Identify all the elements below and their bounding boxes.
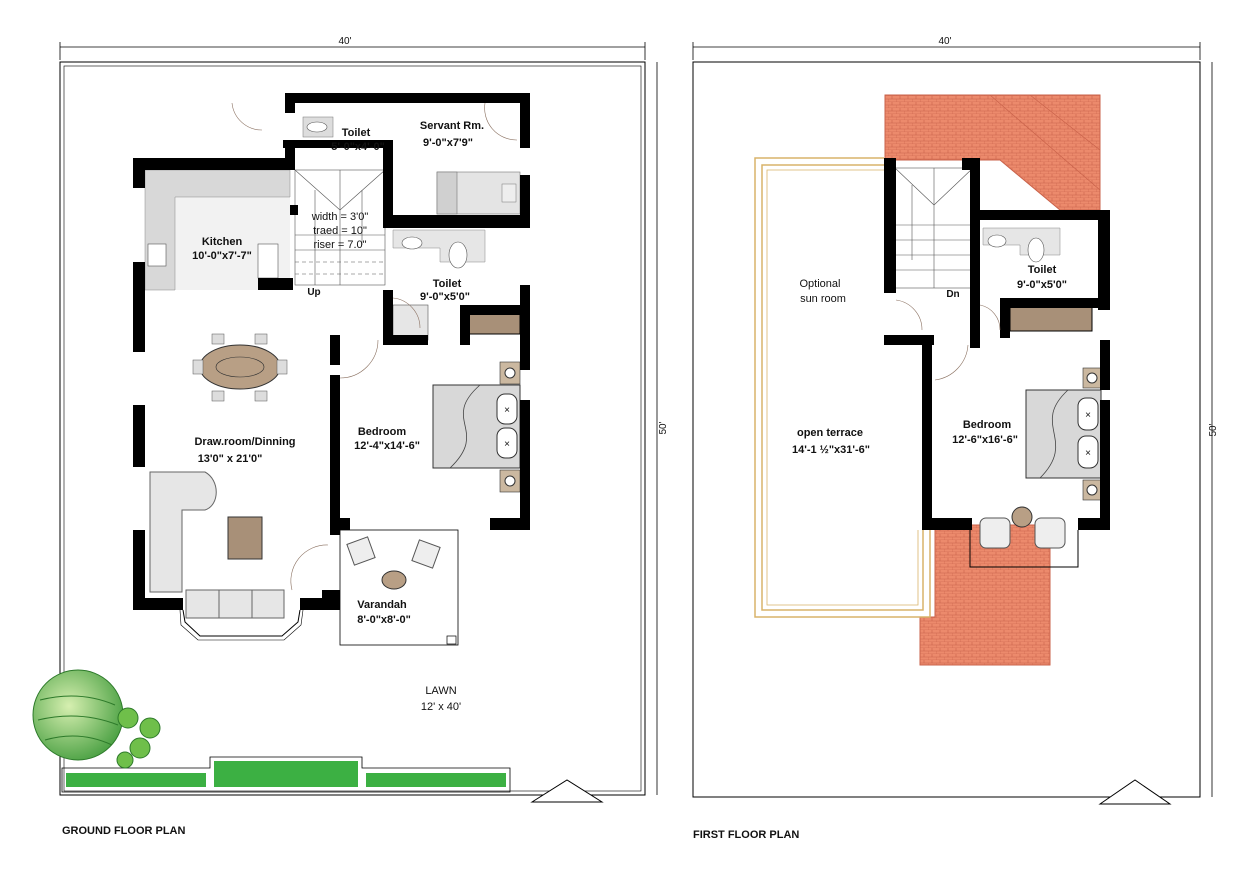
- plot-boundary: [59, 61, 646, 796]
- varandah-outline: [339, 529, 459, 646]
- svg-text:×: ×: [504, 439, 510, 450]
- varandah-label: Varandah: [357, 599, 407, 611]
- ff-door-swings: [895, 299, 1001, 381]
- bedroom-size: 12'-4"x14'-6": [354, 440, 420, 452]
- first-floor-plan: 40' 50': [692, 36, 1219, 841]
- ff-north-arrow-icon: [1098, 779, 1172, 805]
- svg-text:×: ×: [1085, 448, 1091, 459]
- ff-toilet-icon: [1027, 237, 1045, 263]
- bedroom-label: Bedroom: [358, 426, 407, 438]
- ff-plot-boundary: [692, 61, 1201, 798]
- roof-top: [884, 94, 1101, 211]
- ground-depth-dimension: 50': [658, 421, 669, 434]
- terrace-size: 14'-1 ½"x31'-6": [792, 444, 870, 456]
- ff-toilet-label: Toilet: [1028, 264, 1057, 276]
- drawing-room-label: Draw.room/Dinning: [194, 436, 295, 448]
- ff-double-bed: × ×: [1025, 367, 1102, 501]
- top-dimension: [59, 42, 646, 60]
- sun-room-line1: Optional: [800, 278, 841, 290]
- svg-text:×: ×: [1085, 410, 1091, 421]
- toilet-label: Toilet: [433, 278, 462, 290]
- first-room-labels: Optional sun room open terrace 14'-1 ½"x…: [792, 264, 1067, 456]
- tree-icon: [32, 669, 161, 769]
- stove-icon: [257, 243, 279, 279]
- ff-toilet-size: 9'-0"x5'0": [1017, 279, 1067, 291]
- first-depth-dimension: 50': [1208, 423, 1219, 436]
- ff-balcony: [969, 506, 1079, 568]
- bay-window: [182, 609, 301, 637]
- kitchen-size: 10'-0"x7'-7": [192, 250, 252, 262]
- kitchen-label: Kitchen: [202, 236, 243, 248]
- ff-top-dimension: [692, 42, 1213, 797]
- north-arrow-icon: [530, 779, 604, 803]
- garden-strip: [61, 756, 511, 793]
- first-floor-title: FIRST FLOOR PLAN: [693, 829, 799, 841]
- terrace-label: open terrace: [797, 427, 863, 439]
- ground-walls: [133, 93, 530, 610]
- sofa-set: [149, 471, 285, 619]
- drawing-room-size: 13'0" x 21'0": [198, 453, 263, 465]
- ff-staircase: [894, 167, 974, 289]
- ff-wardrobe: [1009, 306, 1093, 332]
- terrace-border: [754, 157, 931, 618]
- lawn-label: LAWN: [425, 685, 456, 697]
- ground-width-dimension: 40': [338, 36, 351, 47]
- servant-room-size: 9'-0"x7'9": [423, 137, 473, 149]
- ground-floor-plan: 40' 50': [32, 36, 669, 837]
- stair-riser: riser = 7.0": [313, 239, 366, 251]
- shower-icon: [392, 304, 429, 341]
- lawn-size: 12' x 40': [421, 701, 461, 713]
- stair-down-label: Dn: [946, 289, 959, 300]
- door-swings: [231, 102, 518, 591]
- ff-bedroom-label: Bedroom: [963, 419, 1012, 431]
- toilet-size: 9'-0"x5'0": [420, 291, 470, 303]
- ff-walls: [884, 158, 1110, 530]
- toilet-icon: [448, 241, 468, 269]
- stair-up-label: Up: [307, 287, 320, 298]
- toilet-small-size: 5'-0"x4'-0": [331, 141, 385, 153]
- ff-bedroom-size: 12'-6"x16'-6": [952, 434, 1018, 446]
- stair-width: width = 3'0": [311, 211, 369, 223]
- sun-room-line2: sun room: [800, 293, 846, 305]
- ground-floor-title: GROUND FLOOR PLAN: [62, 825, 185, 837]
- dining-table: [192, 333, 288, 402]
- servant-room-label: Servant Rm.: [420, 120, 484, 132]
- washbasin-icon: [401, 236, 423, 250]
- double-bed: × ×: [432, 361, 521, 493]
- ground-room-labels: Toilet 5'-0"x4'-0" Servant Rm. 9'-0"x7'9…: [192, 120, 484, 713]
- first-width-dimension: 40': [938, 36, 951, 47]
- varandah-size: 8'-0"x8'-0": [357, 614, 411, 626]
- svg-text:×: ×: [504, 405, 510, 416]
- toilet-small-label: Toilet: [342, 127, 371, 139]
- varandah-chairs: [346, 536, 441, 590]
- stair-tread: traed = 10": [313, 225, 367, 237]
- sink-icon: [147, 243, 167, 267]
- ff-washbasin-icon: [987, 234, 1007, 248]
- wardrobe: [464, 313, 521, 335]
